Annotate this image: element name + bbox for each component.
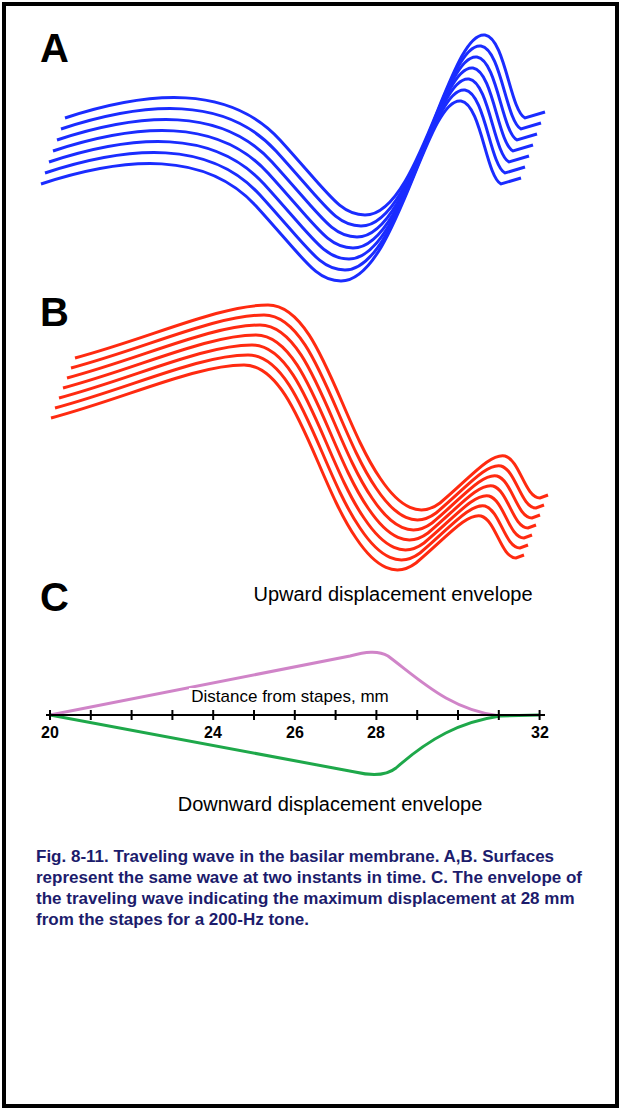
panel-letter: A	[40, 26, 69, 70]
axis-title: Distance from stapes, mm	[189, 688, 390, 707]
wave-line	[45, 90, 525, 270]
tick-label: 24	[204, 724, 222, 742]
axis-ticks	[50, 710, 540, 720]
envelope-label: Upward displacement envelope	[253, 583, 532, 605]
wave-line	[41, 101, 521, 281]
tick-label: 32	[531, 724, 549, 742]
wave-surface-b	[51, 305, 548, 570]
axis-tick	[294, 710, 296, 720]
axis-tick	[457, 710, 459, 720]
wave-line	[49, 79, 529, 259]
axis-tick	[90, 710, 92, 720]
axis-tick	[253, 710, 255, 720]
envelope-label: Downward displacement envelope	[178, 793, 483, 815]
tick-label: 28	[367, 724, 385, 742]
wave-line	[55, 355, 528, 560]
wave-line	[51, 365, 524, 570]
axis-tick	[498, 710, 500, 720]
axis-tick	[416, 710, 418, 720]
wave-line	[57, 57, 537, 237]
wave-surface-a	[41, 35, 545, 281]
wave-line	[63, 335, 536, 540]
tick-label: 20	[41, 724, 59, 742]
axis-tick	[171, 710, 173, 720]
axis-tick	[49, 710, 51, 720]
wave-line	[65, 35, 545, 215]
wave-line	[61, 46, 541, 226]
panel-letter: B	[40, 290, 69, 334]
axis-tick	[335, 710, 337, 720]
tick-label: 26	[286, 724, 304, 742]
wave-line	[59, 345, 532, 550]
wave-line	[53, 68, 533, 248]
axis-tick	[375, 710, 377, 720]
axis-tick	[131, 710, 133, 720]
figure-caption: Fig. 8-11. Traveling wave in the basilar…	[36, 846, 596, 930]
axis-tick	[212, 710, 214, 720]
upward-envelope	[50, 652, 500, 716]
panel-letter: C	[40, 575, 69, 619]
downward-envelope	[50, 715, 540, 775]
axis-tick	[539, 710, 541, 720]
